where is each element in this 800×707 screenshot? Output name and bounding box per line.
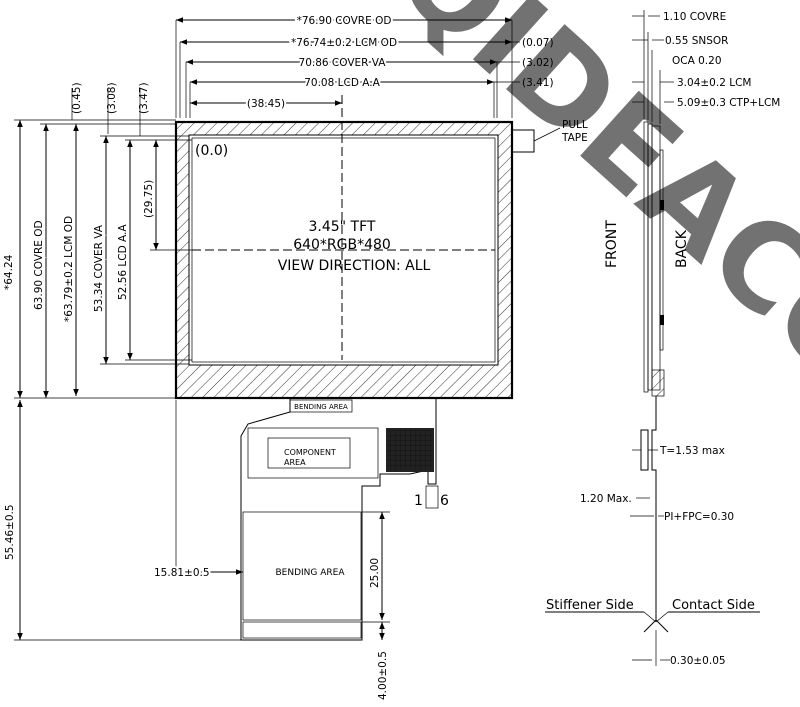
dim-offset-3: (3.47) bbox=[138, 82, 150, 114]
dim-center-x: (38.45) bbox=[247, 98, 285, 110]
side-oca: OCA 0.20 bbox=[672, 55, 722, 67]
side-lcm: 3.04±0.2 LCM bbox=[677, 77, 751, 89]
bending-area-bottom: BENDING AREA bbox=[276, 568, 346, 578]
dim-lcd-aa-offset: (3.41) bbox=[522, 77, 554, 89]
dim-offset-1: (0.45) bbox=[71, 82, 83, 114]
side-thickness: 0.30±0.05 bbox=[670, 655, 726, 667]
dim-lcd-aa: 70.08 LCD A.A bbox=[304, 77, 380, 89]
side-sensor: 0.55 SNSOR bbox=[665, 35, 728, 47]
side-front: FRONT bbox=[604, 220, 620, 268]
dim-center-y: (29.75) bbox=[143, 180, 155, 218]
dim-cover-od: *76.90 COVRE OD bbox=[297, 15, 392, 27]
side-max-120: 1.20 Max. bbox=[580, 493, 632, 505]
dim-lcm-od-offset: (0.07) bbox=[522, 37, 554, 49]
pull-tape-label-1: PULL bbox=[562, 119, 588, 131]
side-back: BACK bbox=[674, 229, 690, 268]
panel-size: 3.45" TFT bbox=[309, 219, 376, 235]
dim-lcd-aa-height: 52.56 LCD A.A bbox=[117, 224, 129, 300]
bending-area-top: BENDING AREA bbox=[294, 403, 348, 411]
front-view: (0.0) 3.45" TFT 640*RGB*480 VIEW DIRECTI… bbox=[1, 13, 588, 700]
side-ctp-lcm: 5.09±0.3 CTP+LCM bbox=[677, 97, 780, 109]
pin-1-label: 1 bbox=[414, 493, 423, 509]
component-area-2: AREA bbox=[284, 458, 306, 467]
side-view: 1.10 COVRE 0.55 SNSOR OCA 0.20 3.04±0.2 … bbox=[545, 10, 780, 667]
side-pi-fpc: PI+FPC=0.30 bbox=[664, 511, 734, 523]
contact-side: Contact Side bbox=[672, 598, 755, 613]
panel-resolution: 640*RGB*480 bbox=[293, 237, 391, 253]
dim-offset-2: (3.08) bbox=[106, 82, 118, 114]
dim-lcm-od: *76.74±0.2 LCM OD bbox=[291, 37, 397, 49]
dim-fpc-offset-x: 15.81±0.5 bbox=[154, 567, 210, 579]
dim-cover-od-height: 63.90 COVRE OD bbox=[33, 220, 45, 310]
dim-cover-va: 70.86 COVER VA bbox=[299, 57, 387, 69]
dim-cover-va-offset: (3.02) bbox=[522, 57, 554, 69]
side-t-max: T=1.53 max bbox=[659, 445, 725, 457]
origin-label: (0.0) bbox=[195, 143, 228, 159]
dim-bend-length: 25.00 bbox=[369, 558, 381, 588]
dim-cover-va-height: 53.34 COVER VA bbox=[93, 224, 105, 312]
dim-lcm-od-height: *63.79±0.2 LCM OD bbox=[63, 216, 75, 322]
dim-overall-height: *64.24 bbox=[3, 254, 15, 290]
pin-last-label: 6 bbox=[440, 493, 449, 509]
watermark: QIDEACOM bbox=[370, 0, 800, 494]
view-direction: VIEW DIRECTION: ALL bbox=[278, 258, 431, 274]
pull-tape-label-2: TAPE bbox=[561, 132, 588, 144]
component-area-1: COMPONENT bbox=[284, 448, 336, 457]
stiffener-side: Stiffener Side bbox=[546, 598, 634, 613]
dim-tail-length: 4.00±0.5 bbox=[377, 651, 389, 700]
side-cover: 1.10 COVRE bbox=[663, 11, 726, 23]
dim-fpc-length: 55.46±0.5 bbox=[4, 504, 16, 560]
